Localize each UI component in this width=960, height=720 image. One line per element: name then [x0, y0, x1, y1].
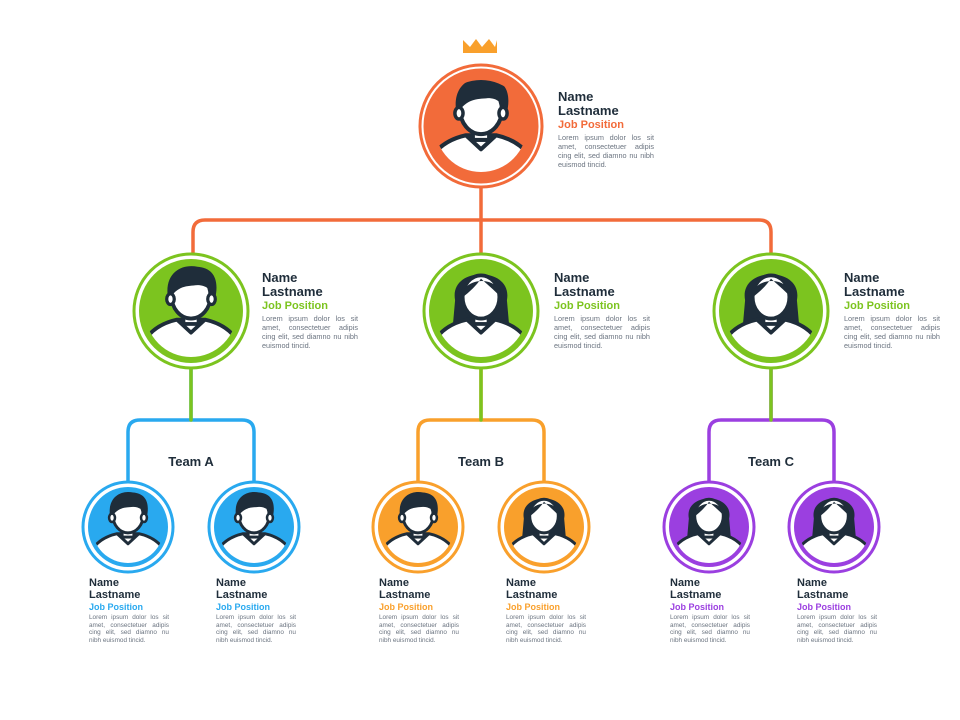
team-b-member-card-2: Name Lastname Job Position Lorem ipsum d… [506, 577, 586, 644]
person-name: Name [506, 577, 536, 589]
person-name: Name [797, 577, 827, 589]
person-lastname: Lastname [670, 588, 722, 601]
ceo-to-managers-connector [191, 185, 773, 260]
team-b-member-avatar-2 [497, 480, 591, 574]
job-position: Job Position [554, 300, 620, 313]
person-lastname: Lastname [558, 102, 619, 118]
person-name: Name [89, 577, 119, 589]
person-name: Name [670, 577, 700, 589]
person-name: Name [558, 89, 594, 104]
person-lastname: Lastname [262, 283, 323, 299]
team-a-label: Team A [168, 454, 214, 469]
person-lastname: Lastname [844, 283, 905, 299]
person-name: Name [216, 577, 246, 589]
team-c-member-avatar-1 [662, 480, 756, 574]
person-description: Lorem ipsum dolor los sit amet, consecte… [797, 614, 877, 644]
team-b-member-card-1: Name Lastname Job Position Lorem ipsum d… [379, 577, 459, 644]
person-description: Lorem ipsum dolor los sit amet, consecte… [506, 614, 586, 644]
job-position: Job Position [558, 119, 624, 132]
person-lastname: Lastname [797, 588, 849, 601]
job-position: Job Position [670, 602, 724, 613]
team-c-label: Team C [748, 454, 794, 469]
manager-card-2: Name Lastname Job Position Lorem ipsum d… [554, 271, 650, 350]
manager-avatar-3 [712, 252, 830, 370]
person-description: Lorem ipsum dolor los sit amet, consecte… [670, 614, 750, 644]
ceo-avatar [418, 63, 544, 189]
job-position: Job Position [379, 602, 433, 613]
manager-avatar-1 [132, 252, 250, 370]
team-c-member-card-1: Name Lastname Job Position Lorem ipsum d… [670, 577, 750, 644]
job-position: Job Position [506, 602, 560, 613]
manager-card-1: Name Lastname Job Position Lorem ipsum d… [262, 271, 358, 350]
person-description: Lorem ipsum dolor los sit amet, consecte… [554, 314, 650, 350]
person-description: Lorem ipsum dolor los sit amet, consecte… [216, 614, 296, 644]
team-c-member-card-2: Name Lastname Job Position Lorem ipsum d… [797, 577, 877, 644]
person-lastname: Lastname [216, 588, 268, 601]
job-position: Job Position [797, 602, 851, 613]
person-lastname: Lastname [379, 588, 431, 601]
team-a-member-avatar-1 [81, 480, 175, 574]
job-position: Job Position [89, 602, 143, 613]
person-description: Lorem ipsum dolor los sit amet, consecte… [379, 614, 459, 644]
ceo-card: Name Lastname Job Position Lorem ipsum d… [558, 90, 654, 169]
person-description: Lorem ipsum dolor los sit amet, consecte… [558, 133, 654, 169]
crown-icon [463, 39, 497, 53]
manager-avatar-2 [422, 252, 540, 370]
team-b-label: Team B [458, 454, 504, 469]
job-position: Job Position [216, 602, 270, 613]
person-name: Name [379, 577, 409, 589]
person-description: Lorem ipsum dolor los sit amet, consecte… [262, 314, 358, 350]
manager-card-3: Name Lastname Job Position Lorem ipsum d… [844, 271, 940, 350]
job-position: Job Position [262, 300, 328, 313]
person-lastname: Lastname [554, 283, 615, 299]
person-lastname: Lastname [506, 588, 558, 601]
team-a-member-card-2: Name Lastname Job Position Lorem ipsum d… [216, 577, 296, 644]
team-a-member-avatar-2 [207, 480, 301, 574]
team-c-member-avatar-2 [787, 480, 881, 574]
person-name: Name [844, 270, 880, 285]
job-position: Job Position [844, 300, 910, 313]
person-name: Name [262, 270, 298, 285]
person-description: Lorem ipsum dolor los sit amet, consecte… [844, 314, 940, 350]
person-description: Lorem ipsum dolor los sit amet, consecte… [89, 614, 169, 644]
person-lastname: Lastname [89, 588, 141, 601]
team-b-member-avatar-1 [371, 480, 465, 574]
person-name: Name [554, 270, 590, 285]
team-a-member-card-1: Name Lastname Job Position Lorem ipsum d… [89, 577, 169, 644]
